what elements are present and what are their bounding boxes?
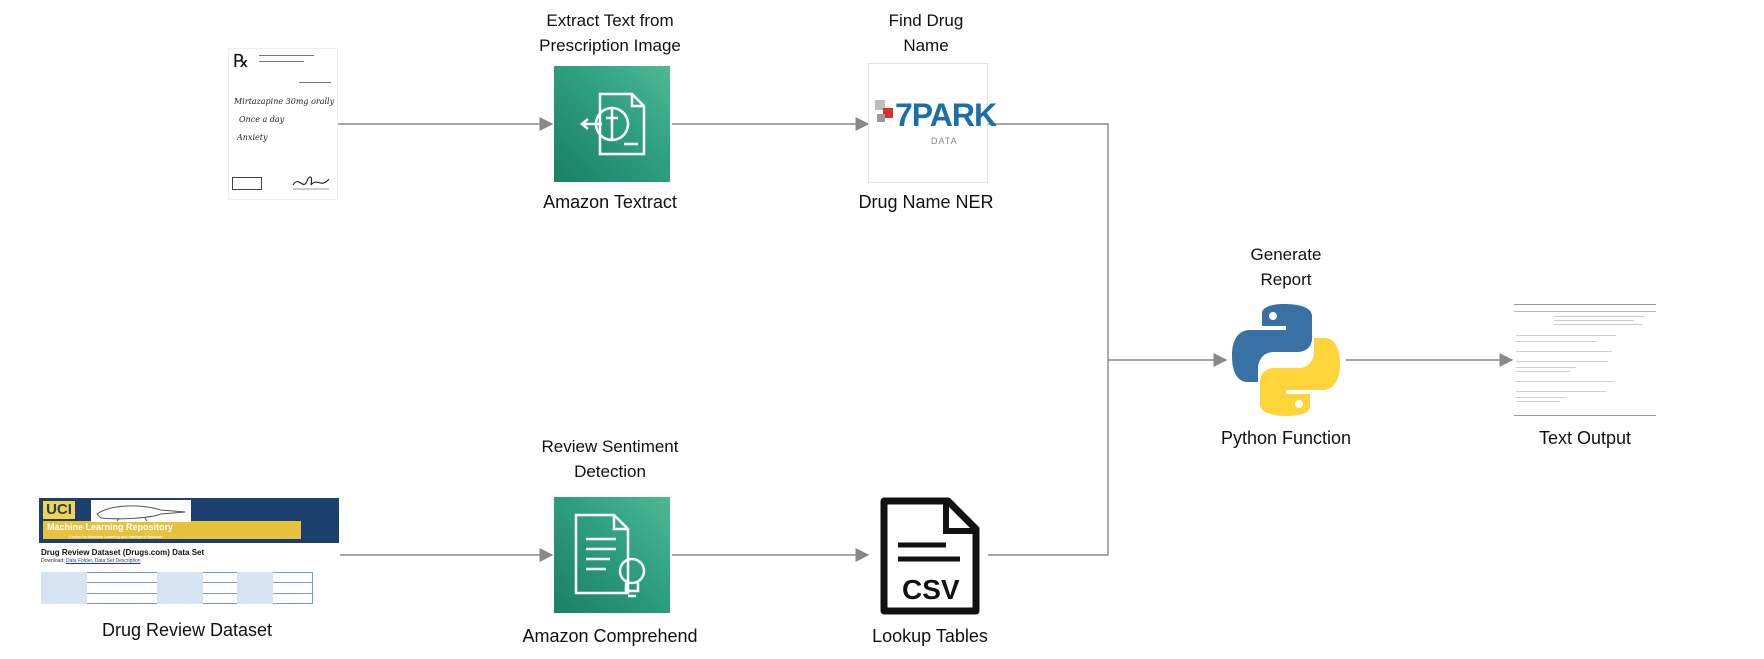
rx-line-1: Mirtazapine 30mg orally: [234, 97, 335, 106]
lookup-caption: Lookup Tables: [872, 626, 988, 646]
rx-line-3: Anxiety: [237, 133, 268, 142]
comprehend-tile: [554, 497, 670, 613]
python-caption: Python Function: [1220, 428, 1352, 448]
ner-logo-text: 7PARK: [895, 97, 997, 133]
text-output-image: [1514, 304, 1656, 416]
ner-heading: Find Drug Name: [888, 11, 964, 55]
comprehend-heading: Review Sentiment Detection: [541, 437, 679, 481]
uci-attributes-table: [41, 572, 313, 604]
uci-download-label: Download: Data Folder, Data Set Descript…: [41, 558, 141, 564]
uci-dataset-title: Drug Review Dataset (Drugs.com) Data Set: [41, 548, 205, 557]
uci-band-sub: Center for Machine Learning and Intellig…: [69, 534, 163, 539]
ner-logo-tile: 7PARK DATA: [868, 63, 997, 183]
textract-heading: Extract Text from Prescription Image: [539, 11, 681, 55]
python-heading: Generate Report: [1250, 245, 1322, 289]
ner-caption: Drug Name NER: [858, 192, 994, 212]
python-logo-icon: [1232, 304, 1340, 416]
ner-logo-sub: DATA: [931, 136, 958, 146]
uci-band-text: Machine Learning Repository: [47, 522, 174, 532]
dataset-caption: Drug Review Dataset: [101, 620, 273, 640]
edge-lookup-merge: [988, 360, 1109, 556]
uci-dataset-image: UCI Machine Learning Repository Center f…: [39, 498, 339, 608]
comprehend-icon: [574, 513, 646, 598]
edge-ner-merge: [988, 123, 1109, 360]
csv-file-icon: [880, 497, 980, 615]
seven-park-logo-icon: [875, 100, 897, 122]
rx-checkbox: [232, 177, 262, 190]
textract-icon: [580, 92, 646, 156]
textract-tile: [554, 66, 670, 182]
text-output-caption: Text Output: [1538, 428, 1632, 448]
anteater-icon: [91, 500, 191, 522]
textract-caption: Amazon Textract: [543, 192, 677, 212]
uci-logo: UCI: [43, 501, 75, 519]
rx-line-2: Once a day: [239, 115, 285, 124]
rx-symbol: ℞: [233, 51, 250, 72]
signature-icon: [292, 176, 330, 190]
comprehend-caption: Amazon Comprehend: [522, 626, 698, 646]
csv-label: CSV: [902, 574, 960, 605]
prescription-image: ℞ Mirtazapine 30mg orally Once a day Anx…: [228, 48, 338, 200]
